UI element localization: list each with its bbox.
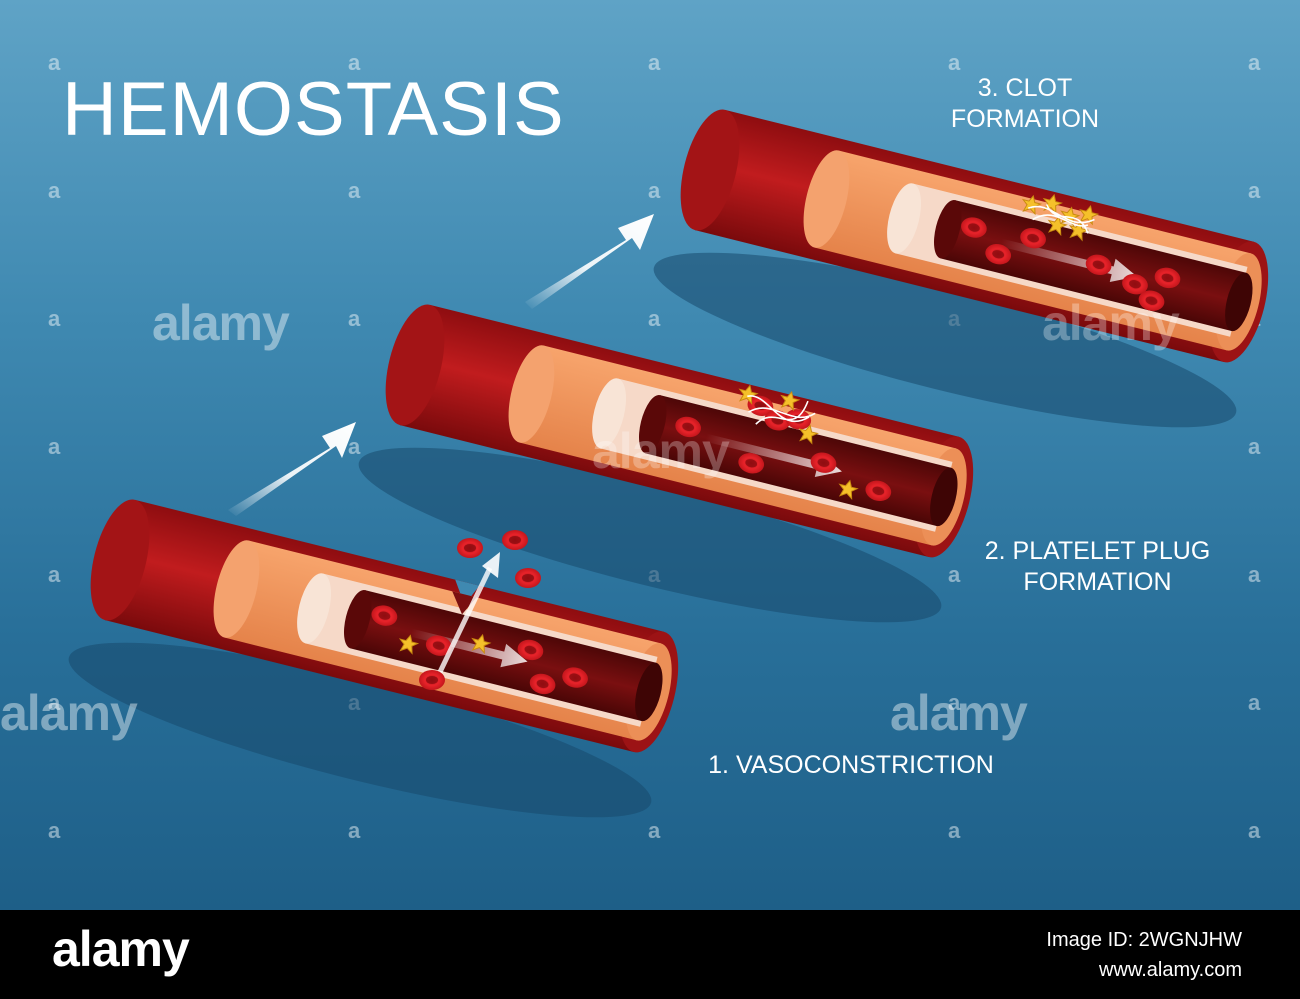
watermark-small-icon: a (348, 434, 361, 459)
vessel-stage-2 (374, 298, 985, 564)
watermark-small-icon: a (648, 178, 661, 203)
page-title: HEMOSTASIS (62, 67, 565, 152)
watermark-small-icon: a (1248, 178, 1261, 203)
stage-label-3-line-1: 3. CLOT (977, 74, 1073, 102)
vessel-stage-3 (669, 103, 1280, 369)
watermark-small-icon: a (48, 818, 61, 843)
watermark-small-icon: a (348, 50, 361, 75)
watermark-small-icon: a (948, 818, 961, 843)
stage-label-3-line-2: FORMATION (950, 105, 1100, 133)
watermark-text: alamy (592, 423, 730, 479)
watermark-text: alamy (890, 685, 1028, 741)
watermark-small-icon: a (48, 690, 61, 715)
footer-brand-logo: alamy (52, 921, 190, 977)
watermark-text: alamy (1042, 295, 1180, 351)
watermark-small-icon: a (1248, 562, 1261, 587)
stage-label-2: 2. PLATELET PLUG FORMATION (965, 536, 1230, 598)
stage-label-2-line-1: 2. PLATELET PLUG (984, 537, 1211, 565)
watermark-small-icon: a (948, 50, 961, 75)
watermark-small-icon: a (48, 306, 61, 331)
stage-label-3: 3. CLOT FORMATION (940, 73, 1110, 135)
watermark-small-icon: a (48, 434, 61, 459)
watermark-small-icon: a (948, 562, 961, 587)
watermark-small-icon: a (648, 818, 661, 843)
fibrin-mesh-icon (1019, 192, 1100, 242)
watermark-small-icon: a (1248, 818, 1261, 843)
watermark-small-icon: a (348, 306, 361, 331)
vessel-stage-1 (79, 493, 690, 759)
stage-label-1-line-1: 1. VASOCONSTRICTION (708, 751, 994, 779)
watermark-text: alamy (0, 685, 138, 741)
progress-arrow-icon (228, 422, 356, 516)
escaping-blood-arrow-icon (437, 552, 500, 674)
vessel-shadow-1 (68, 642, 652, 818)
blood-flow-arrow-icon (705, 433, 842, 478)
footer-image-id: Image ID: 2WGNJHW (1046, 929, 1242, 951)
watermark-small-icon: a (48, 50, 61, 75)
progress-arrow-icon (525, 214, 654, 309)
watermark-small-icon: a (48, 562, 61, 587)
diagram-artwork: aaaaaaaaaaaaaaaaaaaaaaaaaaaaaaaaaaa (48, 50, 1280, 843)
watermark-small-icon: a (348, 818, 361, 843)
stage-label-2-line-2: FORMATION (1023, 568, 1172, 596)
watermark-text: alamy (152, 295, 290, 351)
vessel-shadow-2 (358, 447, 942, 623)
watermark-small-icon: a (648, 50, 661, 75)
platelet-plug (736, 382, 820, 445)
diagram-canvas: aaaaaaaaaaaaaaaaaaaaaaaaaaaaaaaaaaa (0, 0, 1300, 910)
watermark-small-icon: a (948, 690, 961, 715)
stage-label-1: 1. VASOCONSTRICTION (686, 750, 1016, 781)
watermark-small-icon: a (1248, 50, 1261, 75)
watermark-small-icon: a (48, 178, 61, 203)
watermark-small-icon: a (648, 306, 661, 331)
watermark-small-icon: a (1248, 434, 1261, 459)
watermark-small-icon: a (1248, 690, 1261, 715)
watermark-small-icon: a (348, 178, 361, 203)
footer-bar: alamy Image ID: 2WGNJHW www.alamy.com (0, 910, 1300, 999)
footer-site-url: www.alamy.com (1099, 959, 1242, 981)
vessel-shadow-3 (653, 252, 1237, 428)
